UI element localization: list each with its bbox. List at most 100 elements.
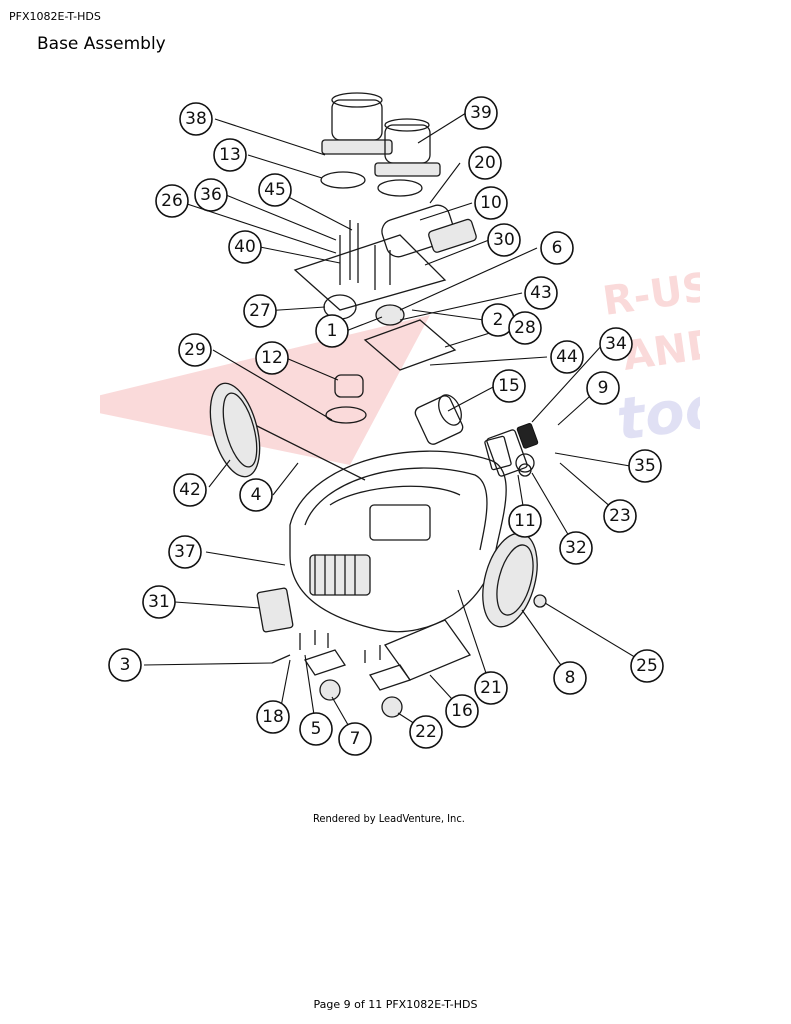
svg-text:38: 38 [185,109,207,129]
svg-text:15: 15 [498,376,520,396]
svg-text:29: 29 [184,340,206,360]
pump [381,204,477,258]
callout-3: 3 [108,648,142,682]
svg-text:21: 21 [480,678,502,698]
svg-text:31: 31 [148,592,170,612]
document-id: PFX1082E-T-HDS [9,10,101,23]
svg-text:26: 26 [161,191,183,211]
svg-text:1: 1 [327,321,338,341]
svg-text:6: 6 [552,238,563,258]
callout-26: 26 [155,184,189,218]
svg-text:8: 8 [565,668,576,688]
page-title: Base Assembly [37,34,166,54]
callout-32: 32 [559,531,593,565]
svg-text:16: 16 [451,701,473,721]
svg-text:30: 30 [493,230,515,250]
svg-text:25: 25 [636,656,658,676]
svg-text:23: 23 [609,506,631,526]
svg-text:11: 11 [514,511,536,531]
svg-text:39: 39 [470,103,492,123]
callout-2: 2 [481,303,515,337]
mounting-plate-lower [363,319,457,371]
callout-21: 21 [474,671,508,705]
watermark-line2: AND [620,321,700,380]
svg-text:45: 45 [264,180,286,200]
callout-27: 27 [243,294,277,328]
callout-8: 8 [553,661,587,695]
mounting-plate-upper [293,234,447,311]
exploded-parts-diagram: R-US AND too [100,92,700,756]
svg-text:5: 5 [311,719,322,739]
tank-body [289,450,507,633]
caster-22 [368,664,412,718]
wheel-42 [209,382,261,478]
callout-1: 1 [315,314,349,348]
svg-text:20: 20 [474,153,496,173]
svg-text:43: 43 [530,283,552,303]
svg-text:18: 18 [262,707,284,727]
callout-34: 34 [599,327,633,361]
callout-35: 35 [628,449,662,483]
page-footer: Page 9 of 11 PFX1082E-T-HDS [313,998,478,1011]
svg-text:4: 4 [251,485,262,505]
pulley [375,304,405,326]
callout-31: 31 [142,585,176,619]
caster-7 [303,649,347,701]
callout-22: 22 [409,715,443,749]
svg-text:36: 36 [200,185,222,205]
callout-16: 16 [445,694,479,728]
bolt-cluster [339,220,391,290]
callout-20: 20 [468,146,502,180]
cap-25 [533,594,547,608]
svg-text:22: 22 [415,722,437,742]
callout-39: 39 [464,96,498,130]
callout-4: 4 [239,478,273,512]
svg-text:9: 9 [598,378,609,398]
svg-text:32: 32 [565,538,587,558]
callout-11: 11 [508,504,542,538]
callout-13: 13 [213,138,247,172]
callout-10: 10 [474,186,508,220]
gasket-13b [377,179,423,197]
callout-9: 9 [586,371,620,405]
vacuum-motor-left [321,92,393,155]
end-plate-11 [484,435,532,477]
watermark-line1: R-US [600,264,700,325]
svg-text:27: 27 [249,301,271,321]
svg-text:3: 3 [120,655,131,675]
callout-28: 28 [508,311,542,345]
callout-15: 15 [492,369,526,403]
svg-text:2: 2 [493,310,504,330]
svg-text:12: 12 [261,348,283,368]
coupling-12 [334,374,364,398]
callout-37: 37 [168,535,202,569]
callout-23: 23 [603,499,637,533]
screws [271,630,381,664]
callout-6: 6 [540,231,574,265]
callout-43: 43 [524,276,558,310]
callout-45: 45 [258,173,292,207]
valve-assembly [486,422,539,477]
callout-44: 44 [550,340,584,374]
switch-plate-31 [256,587,294,633]
svg-text:13: 13 [219,145,241,165]
gasket-13 [320,171,366,189]
callout-38: 38 [179,102,213,136]
svg-text:28: 28 [514,318,536,338]
svg-text:10: 10 [480,193,502,213]
vacuum-motor-right [374,118,441,177]
svg-text:34: 34 [605,334,627,354]
leader-lines [143,112,649,738]
callout-12: 12 [255,341,289,375]
svg-text:37: 37 [174,542,196,562]
callout-7: 7 [338,722,372,756]
callout-29: 29 [178,333,212,367]
callout-40: 40 [228,230,262,264]
watermark-line3: too [612,372,700,454]
filter-15 [414,394,464,445]
svg-text:42: 42 [179,480,201,500]
callout-18: 18 [256,700,290,734]
svg-text:7: 7 [350,729,361,749]
ring-29 [325,406,367,424]
svg-text:35: 35 [634,456,656,476]
